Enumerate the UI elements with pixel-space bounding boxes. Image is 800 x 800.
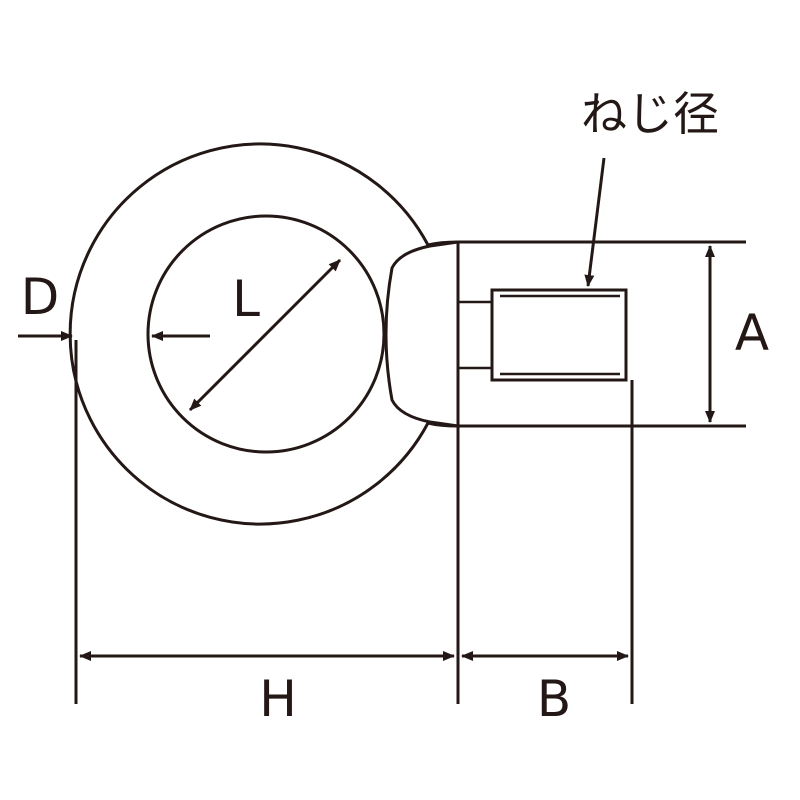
thread-diameter-label: ねじ径 [581, 87, 719, 141]
threaded-shank [490, 288, 628, 382]
dim-label-a: A [735, 304, 769, 362]
eye-ring-outer [68, 142, 430, 526]
thread-leader [584, 157, 606, 287]
collar-outline [384, 240, 459, 428]
dim-label-d: D [21, 268, 60, 326]
dim-label-h: H [259, 670, 297, 728]
dim-label-b: B [537, 670, 571, 728]
dim-arrow-l [188, 258, 342, 412]
dim-label-l: L [232, 270, 260, 328]
eye-ring-inner [146, 214, 386, 454]
